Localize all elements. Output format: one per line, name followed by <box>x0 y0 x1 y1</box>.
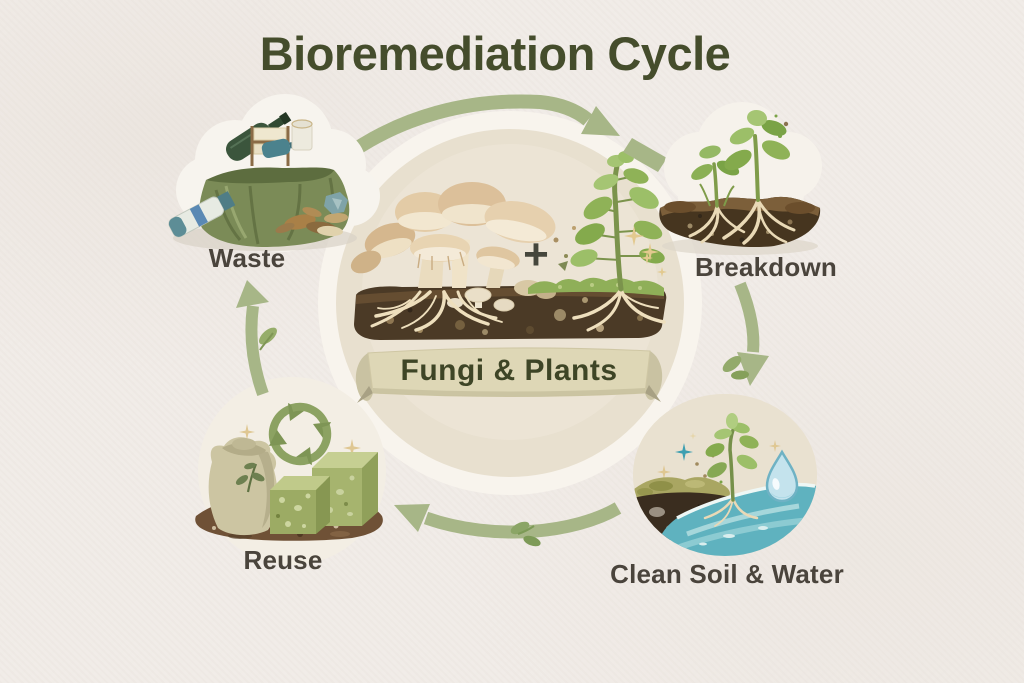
reuse-label: Reuse <box>243 545 323 575</box>
cycle-arrows <box>236 94 769 547</box>
center-circle-illustration <box>318 111 702 495</box>
arrow-leaf <box>259 327 277 351</box>
seedlings <box>691 109 791 208</box>
plant <box>703 413 759 527</box>
arrow-breakdown-to-clean <box>722 281 769 386</box>
roots <box>688 198 796 245</box>
waste-label: Waste <box>208 243 286 273</box>
mycelium-roots <box>370 290 503 332</box>
page-title: Bioremediation Cycle <box>259 27 731 80</box>
water <box>656 482 817 556</box>
recycle-arrows-icon <box>268 402 332 466</box>
sparkles <box>641 243 667 277</box>
clean-soil-water-scene <box>633 394 817 556</box>
clean-soil-water-label: Clean Soil & Water <box>610 559 844 589</box>
compost-block-front <box>270 476 330 534</box>
plus-sign: + <box>523 230 549 279</box>
arrow-leaf <box>722 355 749 380</box>
arrow-leaves <box>510 521 541 547</box>
center-banner-label: Fungi & Plants <box>400 354 618 387</box>
leaf-stencil <box>235 462 265 493</box>
debris-pile <box>275 207 348 237</box>
center-sparkles <box>553 226 653 271</box>
water-droplet-icon <box>765 449 799 503</box>
breakdown-label: Breakdown <box>695 252 837 282</box>
soil-mound <box>659 196 821 248</box>
arrow-reuse-to-waste <box>236 280 277 397</box>
banner-ribbon <box>355 347 663 403</box>
arrow-clean-to-reuse <box>394 502 622 547</box>
arrow-waste-to-breakdown <box>338 94 667 172</box>
center-plant <box>570 150 666 332</box>
breakdown-illustration <box>641 102 822 277</box>
mushrooms-illustration <box>350 182 556 312</box>
waste-illustration <box>168 94 380 252</box>
floating-specks <box>769 114 789 138</box>
toothpaste-tube <box>168 191 236 238</box>
crumpled-teal-paper <box>324 192 348 214</box>
white-jar <box>291 119 313 151</box>
reuse-illustration <box>195 402 383 541</box>
clean-soil-water-illustration <box>633 394 817 556</box>
seed-sack <box>208 437 278 536</box>
